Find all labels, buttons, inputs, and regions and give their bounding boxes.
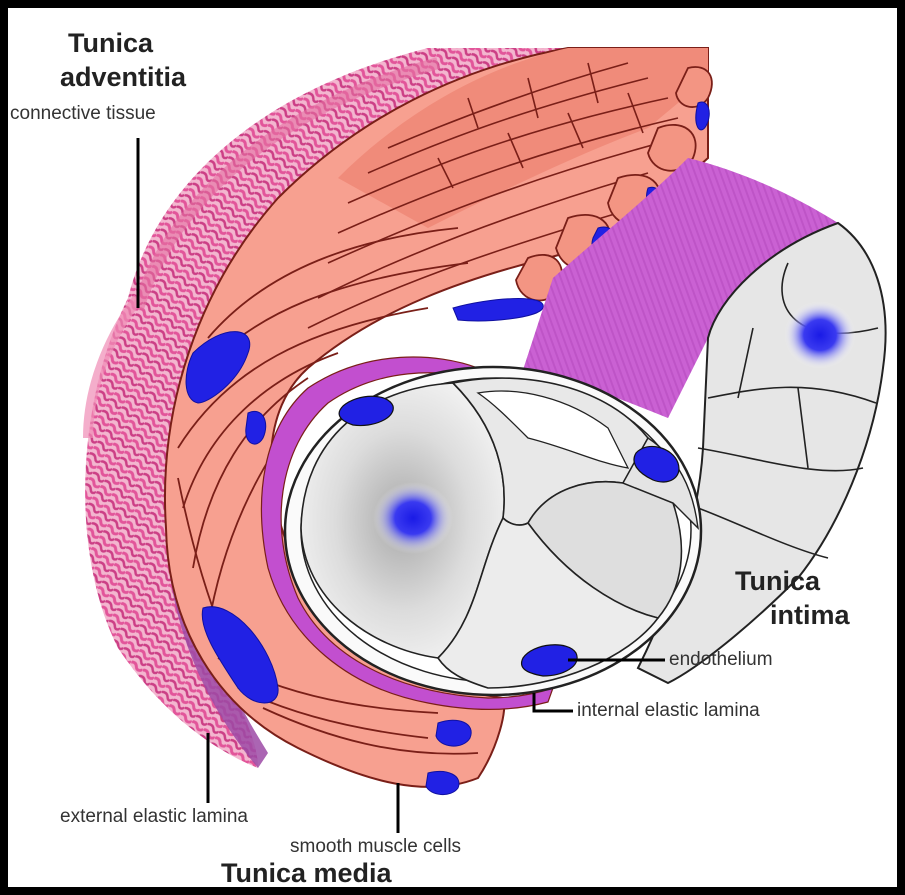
- tunica-intima-title-line1: Tunica: [735, 568, 820, 595]
- intima-nucleus-right: [784, 301, 856, 369]
- internal-elastic-lamina-label: internal elastic lamina: [577, 701, 760, 720]
- tunica-adventitia-title-line2: adventitia: [60, 64, 186, 91]
- tunica-intima-title-line2: intima: [770, 602, 850, 629]
- connective-tissue-label: connective tissue: [10, 104, 156, 123]
- artery-illustration: [8, 8, 897, 887]
- diagram-panel: Tunica adventitia connective tissue Tuni…: [8, 8, 897, 887]
- tunica-adventitia-title-line1: Tunica: [68, 30, 153, 57]
- smooth-muscle-cells-label: smooth muscle cells: [290, 837, 461, 856]
- external-elastic-lamina-label: external elastic lamina: [60, 807, 248, 826]
- tunica-media-title: Tunica media: [221, 860, 392, 887]
- endothelial-lining: [285, 367, 701, 695]
- lumen-nucleus: [373, 482, 453, 554]
- endothelium-label: endothelium: [669, 650, 773, 669]
